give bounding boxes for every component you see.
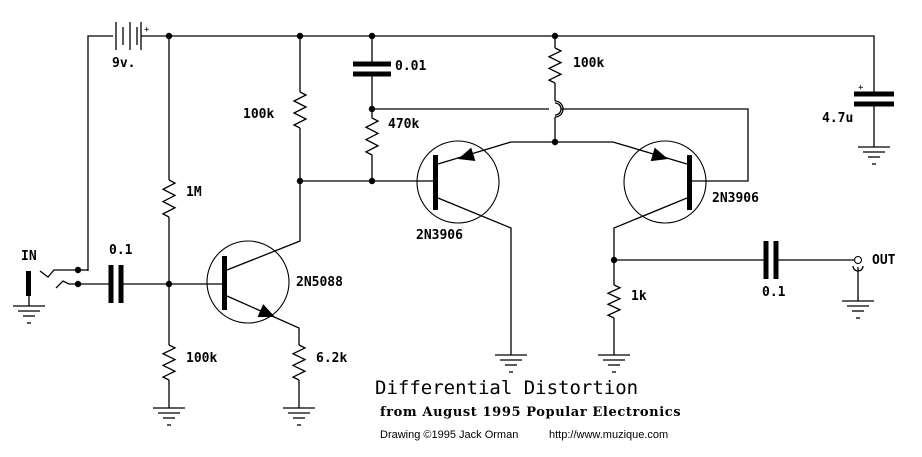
wire-q3-base [561,108,749,182]
q3-label: 2N3906 [712,191,759,206]
wire-q1-emitter [226,295,300,345]
r-470k-label: 470k [388,117,419,132]
transistor-body [623,140,707,224]
output-terminal [853,255,863,265]
r-tail-label: 100k [573,56,604,71]
junction-dot [368,177,376,185]
resistor-zigzag [547,47,563,84]
drawing-credit: Drawing ©1995 Jack Orman [380,429,518,441]
resistor-r-bias-bottom [161,344,177,381]
junction-dot [74,280,82,288]
output-terminal-label: OUT [872,253,896,268]
jack-tip-contact [55,280,78,289]
resistor-zigzag [292,91,308,129]
ground-icon [153,407,185,426]
r-load-label: 1k [631,289,647,304]
wire-hop-arc [554,100,564,118]
resistor-r-emitter-q1 [291,344,307,381]
q1-label: 2N5088 [296,275,343,290]
resistor-r-load [606,284,622,319]
ground-icon [283,407,315,426]
capacitor-c-output [763,241,779,279]
c-supply-label: 4.7u [822,111,853,126]
jack-sleeve [26,271,31,296]
r-bias-top-label: 1M [186,185,202,200]
ground-icon [598,354,630,373]
jack-switch-contact [39,269,78,278]
transistor-base-bar [687,155,692,210]
wire-q2-emitter [437,141,555,165]
battery-icon [115,22,142,50]
ground-icon [495,354,527,373]
q3-emitter-arrow-icon [650,147,668,162]
ground-icon [842,300,874,319]
junction-dot [551,138,559,146]
resistor-zigzag [161,179,177,218]
input-terminal-label: IN [21,249,37,264]
diagram-subtitle: from August 1995 Popular Electronics [380,405,681,420]
c-filter-label: 0.01 [395,59,426,74]
ground-icon [858,146,890,165]
q2-label: 2N3906 [416,228,463,243]
transistor-body [206,240,290,324]
r-emitter-q1-label: 6.2k [316,351,347,366]
transistor-q2 [416,140,500,224]
r-bias-bottom-label: 100k [186,351,217,366]
battery-label: 9v. [112,56,135,71]
output-terminal-sleeve [852,265,864,272]
ground-icon [13,305,45,324]
wire-q3-emitter [555,141,688,165]
transistor-base-bar [222,256,227,310]
resistor-zigzag [291,344,307,381]
wire-q2-collector [437,197,512,355]
q1-emitter-arrow-icon [257,304,275,317]
junction-dot [551,32,559,40]
c-supply-plus-sign: + [858,83,864,93]
junction-dot [165,280,173,288]
junction-dot [368,105,376,113]
capacitor-c-filter [353,61,391,77]
components [13,22,894,426]
junction-dot [368,32,376,40]
q2-emitter-arrow-icon [458,147,476,161]
capacitor-c-supply [854,91,894,107]
diagram-title: Differential Distortion [375,377,638,399]
resistor-r-tail [547,47,563,84]
c-input-label: 0.1 [109,243,133,258]
junction-dot [296,32,304,40]
resistor-zigzag [161,344,177,381]
resistor-r-collector-q1 [292,91,308,129]
resistor-zigzag [364,117,380,156]
input-jack-icon [26,269,78,296]
wire-battery-negative [87,35,113,271]
transistor-q3 [623,140,707,224]
resistor-r-470k [364,117,380,156]
resistor-zigzag [606,284,622,319]
c-output-label: 0.1 [762,285,786,300]
transistor-q1 [206,240,290,324]
wire-q1-collector [226,181,301,271]
junction-dot [610,256,618,264]
junction-dot [296,177,304,185]
wire-hop-over [554,102,562,116]
transistor-base-bar [433,155,438,210]
wires [28,35,875,408]
junction-dot [74,266,82,274]
website-url: http://www.muzique.com [549,429,668,441]
r-collector-q1-label: 100k [243,107,274,122]
transistor-body [416,140,500,224]
resistor-r-bias-top [161,179,177,218]
battery-plus-sign: + [144,25,150,35]
output-jack-icon [852,255,864,272]
capacitor-c-input [108,265,124,303]
wire-supply-rail [141,35,875,92]
junction-dot [165,32,173,40]
wire-q3-collector [613,197,688,260]
